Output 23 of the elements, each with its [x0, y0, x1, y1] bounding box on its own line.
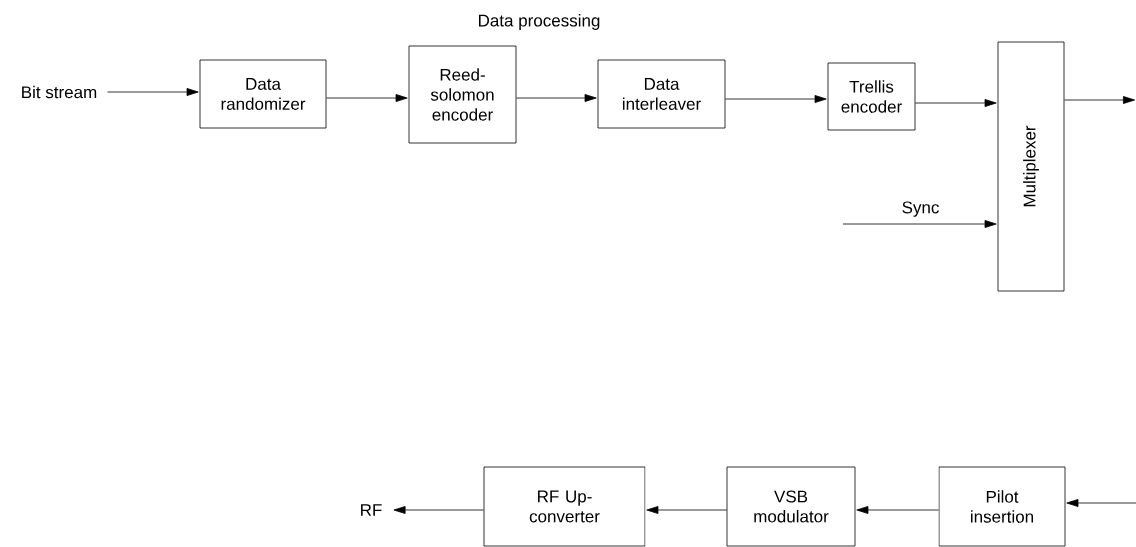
arrow: [326, 94, 408, 102]
process-box: Reed- solomon encoder: [408, 45, 517, 144]
process-box: VSB modulator: [726, 466, 856, 547]
process-box: RF Up-converter: [483, 466, 646, 547]
edge-label: Sync: [900, 200, 941, 218]
arrow: [393, 506, 484, 514]
arrow: [107, 88, 199, 96]
label-text: Bit stream: [22, 85, 97, 99]
arrow: [1064, 96, 1136, 104]
process-box: Data interleaver: [597, 59, 726, 129]
arrow: [856, 506, 939, 514]
title: Data processing: [479, 14, 600, 30]
arrow: [516, 94, 597, 102]
process-box: Trellis encoder: [827, 62, 916, 131]
arrow: [915, 99, 997, 107]
arrow: [1066, 499, 1136, 507]
arrow: [842, 220, 997, 228]
process-box: Pilot insertion: [938, 466, 1066, 547]
arrow: [646, 506, 727, 514]
process-box: Data randomizer: [199, 59, 327, 129]
arrow: [725, 95, 827, 103]
label-text: RF: [361, 504, 382, 516]
multiplexer-box: Multiplexer: [997, 41, 1065, 292]
